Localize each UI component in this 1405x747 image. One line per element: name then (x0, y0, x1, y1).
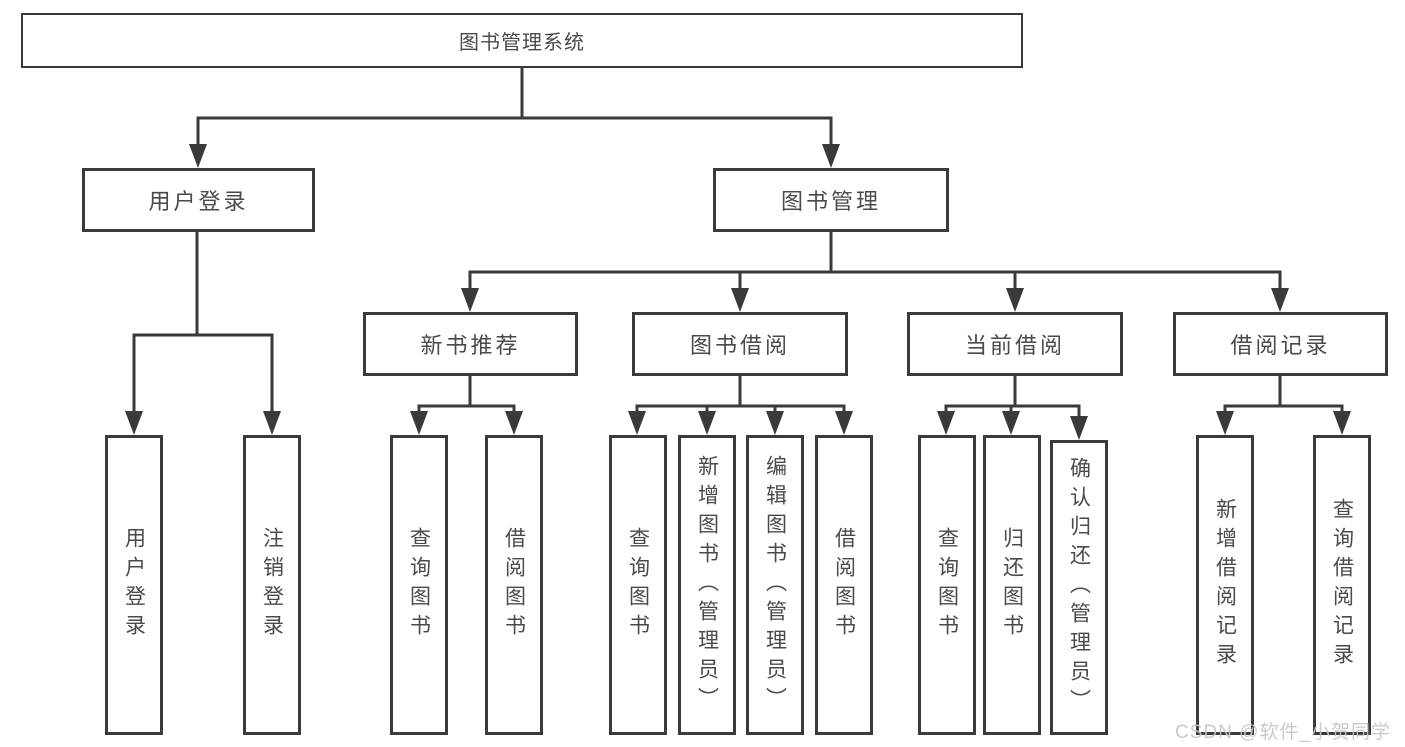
node-current-borrow: 当前借阅 (907, 312, 1123, 376)
node-borrow-records-label: 借阅记录 (1230, 333, 1331, 358)
arrowhead (461, 288, 479, 312)
node-user-login-label: 用户登录 (148, 189, 249, 214)
node-leaf-return-books-label: 归还图书 (1000, 527, 1024, 643)
node-leaf-query-borrow-record-label: 查询借阅记录 (1330, 498, 1354, 672)
node-leaf-query-borrow-record: 查询借阅记录 (1313, 435, 1371, 735)
watermark: CSDN @软件_小贺同学 (1175, 722, 1391, 743)
arrowhead (189, 144, 207, 168)
node-leaf-borrow-books-label: 借阅图书 (832, 527, 856, 643)
node-leaf-user-login-label: 用户登录 (122, 527, 146, 643)
arrowhead (125, 411, 143, 435)
node-leaf-add-borrow-record-label: 新增借阅记录 (1213, 498, 1237, 672)
node-user-login: 用户登录 (82, 168, 315, 232)
arrowhead (628, 411, 646, 435)
arrowhead (263, 411, 281, 435)
node-leaf-query-books-borrow-label: 查询图书 (626, 527, 650, 643)
node-leaf-add-books-admin: 新增图书（管理员） (678, 435, 736, 735)
connector-new-book-recommend (417, 374, 516, 418)
node-leaf-query-books-current: 查询图书 (918, 435, 976, 735)
node-leaf-edit-books-admin: 编辑图书（管理员） (746, 435, 804, 735)
node-leaf-return-books: 归还图书 (983, 435, 1041, 735)
node-book-management: 图书管理 (713, 168, 949, 232)
node-leaf-query-books-current-label: 查询图书 (935, 527, 959, 643)
node-book-management-label: 图书管理 (780, 189, 881, 214)
arrowhead (1333, 411, 1351, 435)
node-leaf-add-borrow-record: 新增借阅记录 (1196, 435, 1254, 735)
node-leaf-query-books-recommend-label: 查询图书 (407, 527, 431, 643)
connector-borrow-records (1223, 374, 1344, 418)
node-leaf-user-login: 用户登录 (105, 435, 163, 735)
node-leaf-logout-label: 注销登录 (260, 527, 284, 643)
node-borrow-records: 借阅记录 (1173, 312, 1388, 376)
node-leaf-borrow-books: 借阅图书 (815, 435, 873, 735)
connector-book-borrow (635, 374, 846, 418)
node-root: 图书管理系统 (21, 13, 1023, 68)
node-leaf-query-books-recommend: 查询图书 (390, 435, 448, 735)
arrowhead (1216, 411, 1234, 435)
arrowhead (731, 288, 749, 312)
arrowhead (937, 411, 955, 435)
node-book-borrow-label: 图书借阅 (689, 333, 790, 358)
arrowhead (1070, 416, 1088, 440)
arrowhead (1006, 288, 1024, 312)
node-root-label: 图书管理系统 (459, 32, 585, 54)
node-new-book-recommend-label: 新书推荐 (420, 333, 521, 358)
node-new-book-recommend: 新书推荐 (363, 312, 578, 376)
node-leaf-logout: 注销登录 (243, 435, 301, 735)
node-leaf-query-books-borrow: 查询图书 (609, 435, 667, 735)
arrowhead (505, 411, 523, 435)
arrowhead (822, 144, 840, 168)
arrowhead (1002, 411, 1020, 435)
arrowhead (1271, 288, 1289, 312)
connector-book-management (468, 230, 1282, 295)
node-leaf-confirm-return-admin-label: 确认归还（管理员） (1067, 457, 1091, 718)
node-leaf-confirm-return-admin: 确认归还（管理员） (1050, 440, 1108, 735)
node-book-borrow: 图书借阅 (632, 312, 848, 376)
connector-user-login (132, 230, 274, 418)
node-current-borrow-label: 当前借阅 (964, 333, 1065, 358)
arrowhead (410, 411, 428, 435)
node-leaf-borrow-books-recommend-label: 借阅图书 (502, 527, 526, 643)
node-leaf-edit-books-admin-label: 编辑图书（管理员） (763, 454, 787, 716)
arrowhead (766, 411, 784, 435)
node-leaf-add-books-admin-label: 新增图书（管理员） (695, 454, 719, 716)
arrowhead (698, 411, 716, 435)
node-leaf-borrow-books-recommend: 借阅图书 (485, 435, 543, 735)
arrowhead (835, 411, 853, 435)
connector-root (196, 66, 833, 151)
